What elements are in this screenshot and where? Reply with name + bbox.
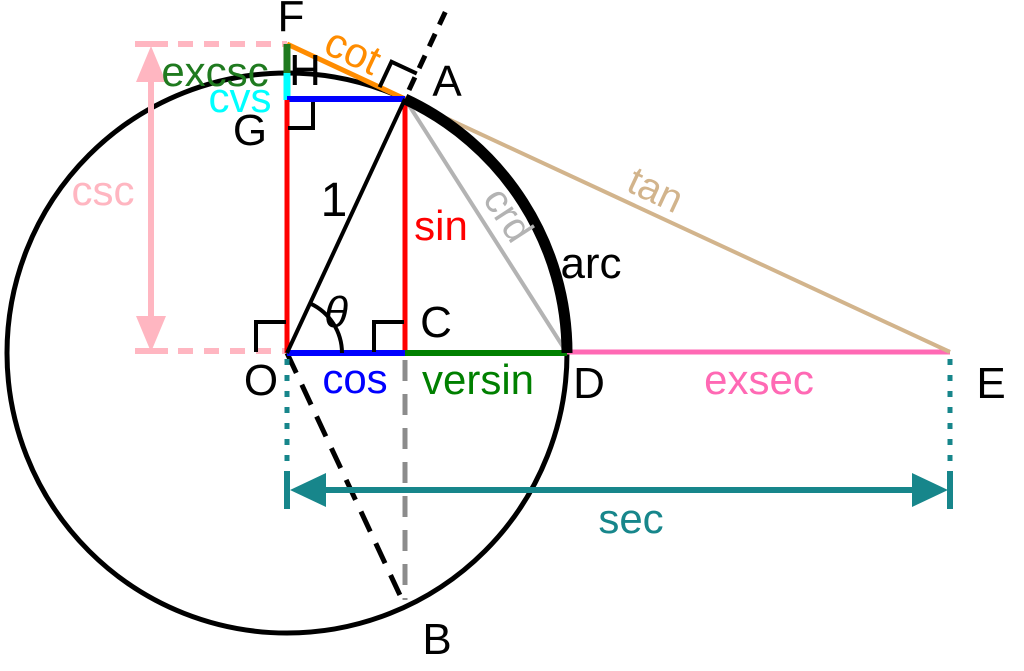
right-angle-marker-c [372, 320, 404, 352]
sec-arrowhead-right [912, 473, 948, 507]
label-point-o: O [244, 356, 278, 405]
label-point-h: H [289, 46, 321, 95]
label-versin: versin [422, 356, 534, 403]
label-excsc: excsc [161, 48, 268, 95]
theta-angle-arc [309, 301, 344, 354]
arc-thick [402, 94, 573, 354]
label-theta: θ [324, 288, 348, 337]
label-point-a: A [432, 57, 462, 106]
label-radius-one: 1 [321, 174, 348, 227]
label-point-b: B [422, 615, 451, 664]
label-point-c: C [420, 298, 452, 347]
label-csc: csc [72, 167, 135, 214]
label-sin: sin [414, 202, 468, 249]
label-tan: tan [621, 159, 690, 222]
mirror-radius-ob-dashed-line [284, 351, 408, 608]
label-exsec: exsec [704, 356, 814, 403]
right-angle-marker-o [254, 320, 286, 352]
cot-line [285, 41, 407, 102]
label-cos: cos [322, 355, 387, 402]
label-sec: sec [598, 495, 663, 542]
radius-oa-line [285, 98, 407, 354]
label-point-e: E [976, 359, 1005, 408]
label-point-d: D [573, 359, 605, 408]
right-angle-marker-a [377, 59, 418, 89]
label-cvs: cvs [209, 74, 272, 121]
tan-line [404, 97, 951, 354]
crd-line [403, 97, 569, 355]
label-point-g: G [233, 106, 267, 155]
sec-arrowhead-left [290, 473, 326, 507]
label-crd: crd [474, 180, 541, 251]
label-arc: arc [560, 239, 621, 288]
oa-extension-dashed-line [406, 2, 452, 92]
right-angle-marker-g [288, 102, 315, 130]
csc-arrowhead-down [136, 316, 166, 352]
csc-arrowhead-up [136, 46, 166, 82]
label-point-f: F [278, 0, 305, 41]
